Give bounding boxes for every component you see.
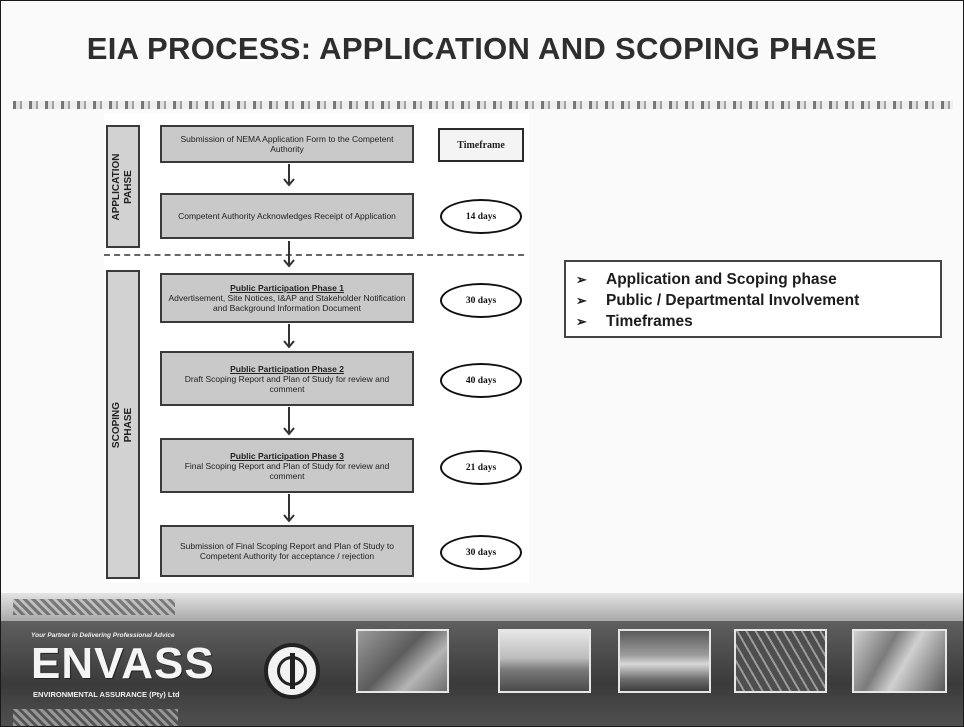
arrow-bullet-icon: ➢: [576, 292, 587, 308]
timeframe-oval: 21 days: [440, 450, 522, 485]
arrow-down-icon: [283, 164, 295, 187]
arrow-down-icon: [283, 241, 295, 268]
texture-pattern: [13, 599, 175, 615]
phase-divider: [104, 254, 524, 256]
step-text: Submission of Final Scoping Report and P…: [179, 541, 395, 561]
step-heading: Public Participation Phase 3: [230, 450, 344, 461]
envass-emblem-icon: [264, 643, 320, 699]
summary-bullet: ➢ Application and Scoping phase: [576, 269, 940, 290]
timeframe-header: Timeframe: [438, 128, 524, 162]
timeframe-oval: 14 days: [440, 199, 522, 234]
step-submission-application: Submission of NEMA Application Form to t…: [160, 125, 414, 163]
arrow-down-icon: [283, 494, 295, 523]
bullet-text: Application and Scoping phase: [606, 270, 837, 288]
scoping-phase-label: SCOPING PHASE: [111, 401, 134, 448]
arrow-bullet-icon: ➢: [576, 313, 587, 329]
slide-title: EIA PROCESS: APPLICATION AND SCOPING PHA…: [86, 31, 878, 66]
people-photo: [852, 629, 947, 693]
hands-plant-photo: [356, 629, 449, 693]
step-heading: Public Participation Phase 1: [230, 283, 344, 293]
summary-box: ➢ Application and Scoping phase ➢ Public /…: [564, 260, 942, 338]
arrow-down-icon: [283, 324, 295, 349]
step-heading: Public Participation Phase 2: [230, 363, 344, 374]
bullet-text: Public / Departmental Involvement: [606, 291, 860, 309]
solar-panels-photo: [734, 629, 827, 693]
step-public-participation-1: Public Participation Phase 1 Advertiseme…: [160, 273, 414, 323]
step-text: Advertisement, Site Notices, I&AP and St…: [168, 293, 406, 313]
texture-pattern: [13, 709, 178, 726]
timeframe-oval: 40 days: [440, 363, 522, 398]
decorative-strip: [1, 593, 963, 621]
flow-diagram: APPLICATION PAHSE SCOPING PHASE Timefram…: [104, 113, 529, 583]
step-public-participation-3: Public Participation Phase 3 Final Scopi…: [160, 438, 414, 493]
application-phase-label-box: APPLICATION PAHSE: [106, 125, 140, 248]
timeframe-oval: 30 days: [440, 535, 522, 570]
step-text: Draft Scoping Report and Plan of Study f…: [184, 373, 390, 394]
city-skyline-photo: [498, 629, 591, 693]
summary-bullet: ➢ Timeframes: [576, 311, 940, 332]
landscape-photo: [618, 629, 711, 693]
application-phase-label: APPLICATION PAHSE: [111, 152, 134, 221]
arrow-bullet-icon: ➢: [576, 271, 587, 287]
bullet-text: Timeframes: [606, 312, 693, 330]
step-text: Competent Authority Acknowledges Receipt…: [178, 211, 396, 221]
step-acknowledge-receipt: Competent Authority Acknowledges Receipt…: [160, 193, 414, 239]
logo-tagline: Your Partner in Delivering Professional …: [31, 632, 175, 639]
envass-logo: ENVASS: [31, 639, 215, 688]
summary-bullet: ➢ Public / Departmental Involvement: [576, 290, 940, 311]
step-text: Submission of NEMA Application Form to t…: [180, 134, 394, 154]
timeframe-oval: 30 days: [440, 283, 522, 318]
scoping-phase-label-box: SCOPING PHASE: [106, 270, 140, 579]
arrow-down-icon: [283, 407, 295, 436]
logo-subtitle: ENVIRONMENTAL ASSURANCE (Pty) Ltd: [33, 690, 180, 699]
decorative-strip: [13, 101, 953, 109]
footer-banner: Your Partner in Delivering Professional …: [1, 621, 963, 726]
step-public-participation-2: Public Participation Phase 2 Draft Scopi…: [160, 351, 414, 406]
step-text: Final Scoping Report and Plan of Study f…: [184, 460, 390, 481]
step-final-submission: Submission of Final Scoping Report and P…: [160, 525, 414, 577]
